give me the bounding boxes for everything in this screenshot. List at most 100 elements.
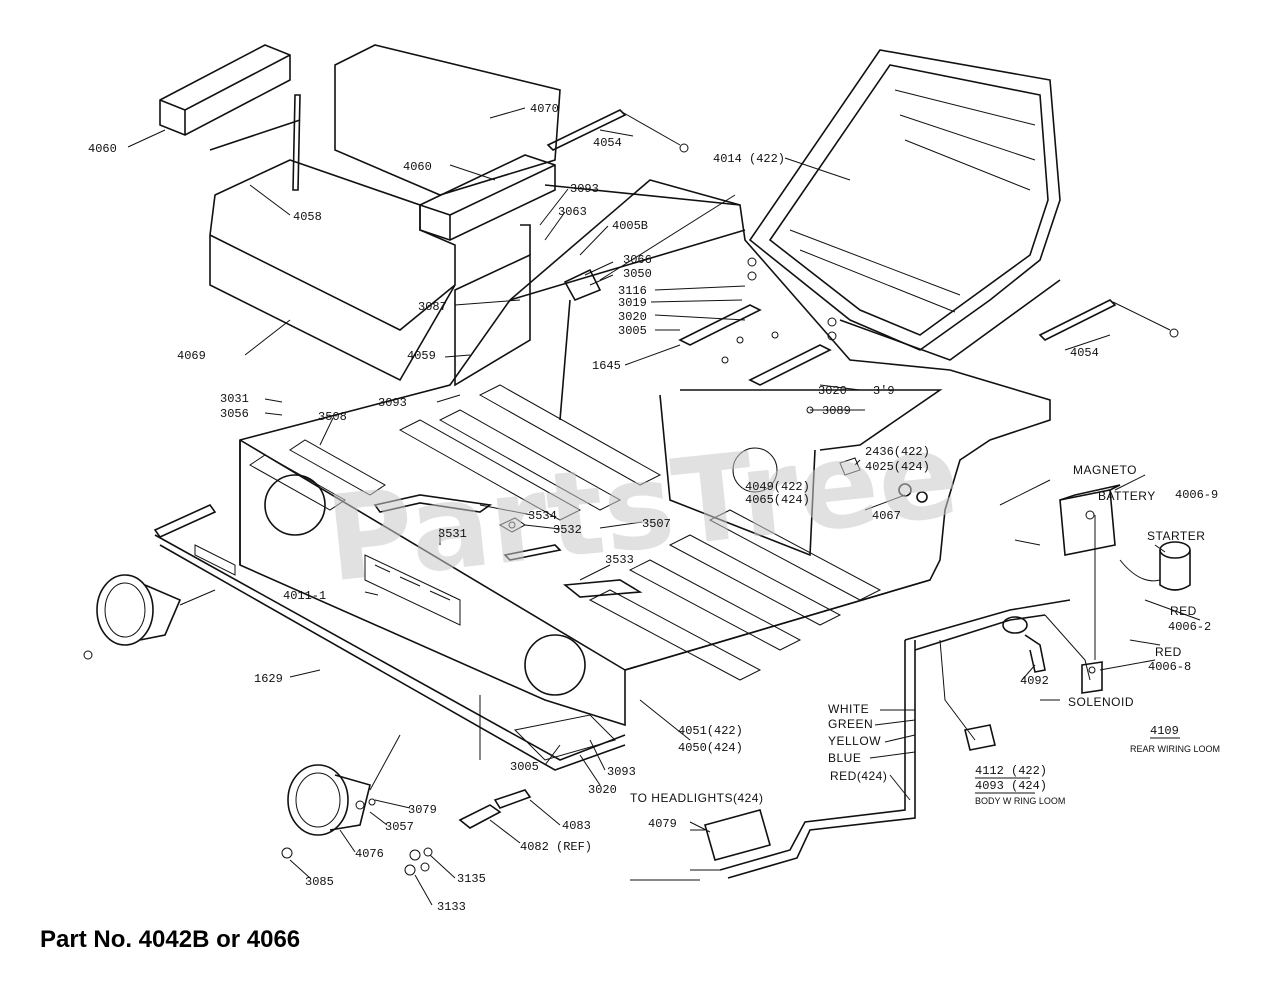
label-4050: 4050(424)	[678, 741, 743, 755]
label-3020-right: 3020	[818, 384, 847, 398]
label-4083: 4083	[562, 819, 591, 833]
label-4082: 4082 (REF)	[520, 840, 592, 854]
label-to-headlights: TO HEADLIGHTS(424)	[630, 791, 763, 805]
label-solenoid: SOLENOID	[1068, 695, 1134, 709]
front-bumper-1629	[153, 503, 626, 771]
headlight-left	[83, 574, 216, 660]
label-3135: 3135	[457, 872, 486, 886]
label-green: GREEN	[828, 717, 873, 731]
label-4060-center: 4060	[403, 160, 432, 174]
label-3005-bottom: 3005	[510, 760, 539, 774]
label-4006-9: 4006-9	[1175, 488, 1218, 502]
headlight-4076	[281, 734, 401, 859]
label-3093-top: 3093	[570, 182, 599, 196]
hardware-center	[678, 257, 837, 414]
label-3020-bottom: 3020	[588, 783, 617, 797]
label-3093-bottom: 3093	[607, 765, 636, 779]
cushion-4060-left	[159, 44, 291, 136]
seat-box-4069	[209, 159, 456, 382]
label-3093-mid: 3093	[378, 396, 407, 410]
label-red-424: RED(424)	[830, 769, 887, 783]
label-yellow: YELLOW	[828, 734, 881, 748]
label-3116: 3116	[618, 284, 647, 298]
seat-frame-4014	[748, 49, 1061, 361]
seat-rod-4054-top	[546, 109, 689, 153]
label-1645: 1645	[592, 359, 621, 373]
label-3019-top: 3019	[618, 296, 647, 310]
label-3508: 3508	[318, 410, 347, 424]
label-blue: BLUE	[828, 751, 861, 765]
label-4070: 4070	[530, 102, 559, 116]
label-4067: 4067	[872, 509, 901, 523]
label-3057: 3057	[385, 820, 414, 834]
label-3056: 3056	[220, 407, 249, 421]
watermark: PartsTree	[320, 405, 965, 608]
wiring-harness	[630, 515, 1096, 881]
label-3087: 3087	[418, 300, 447, 314]
label-3005-top: 3005	[618, 324, 647, 338]
label-4093: 4093 (424)	[975, 779, 1047, 793]
leader-lines	[127, 107, 1166, 906]
label-3079: 3079	[408, 803, 437, 817]
label-red-top: RED	[1170, 604, 1197, 618]
label-white: WHITE	[828, 702, 869, 716]
label-4076: 4076	[355, 847, 384, 861]
label-3031: 3031	[220, 392, 249, 406]
wiring-labels: MAGNETO BATTERY 4006-9 STARTER RED 4006-…	[630, 463, 1220, 806]
label-3019-right: 3'9	[873, 384, 895, 398]
label-4049: 4049(422)	[745, 480, 810, 494]
label-3066: 3066	[623, 253, 652, 267]
label-body-loom: BODY W RING LOOM	[975, 796, 1065, 806]
label-2436: 2436(422)	[865, 445, 930, 459]
part-labels: 4060 4070 4054 4014 (422) 4060 3093 4058…	[88, 102, 1099, 914]
seat-bracket-4059	[454, 224, 531, 387]
starter	[1119, 541, 1191, 591]
cushion-4070	[334, 44, 561, 196]
headlight-bracket-4082	[404, 789, 532, 876]
label-4005b: 4005B	[612, 219, 648, 233]
label-3063: 3063	[558, 205, 587, 219]
label-battery: BATTERY	[1098, 489, 1156, 503]
label-4054-right: 4054	[1070, 346, 1099, 360]
label-4069: 4069	[177, 349, 206, 363]
label-4006-8: 4006-8	[1148, 660, 1191, 674]
solenoid	[1081, 661, 1103, 694]
label-4011-1: 4011-1	[283, 589, 326, 603]
part-number-caption: Part No. 4042B or 4066	[40, 926, 301, 953]
label-4006-2: 4006-2	[1168, 620, 1211, 634]
label-3531: 3531	[438, 527, 467, 541]
label-3534: 3534	[528, 509, 557, 523]
label-4092: 4092	[1020, 674, 1049, 688]
label-3050: 3050	[623, 267, 652, 281]
label-3507: 3507	[642, 517, 671, 531]
label-4058: 4058	[293, 210, 322, 224]
seat-rod-4054-right	[1038, 299, 1179, 341]
label-1629: 1629	[254, 672, 283, 686]
label-4079: 4079	[648, 817, 677, 831]
bracket-3533	[503, 544, 643, 598]
bracket-4058	[209, 94, 301, 191]
label-4014: 4014 (422)	[713, 152, 785, 166]
label-3133: 3133	[437, 900, 466, 914]
bracket-4067	[839, 457, 928, 503]
label-3085: 3085	[305, 875, 334, 889]
label-starter: STARTER	[1147, 529, 1205, 543]
label-4060-left: 4060	[88, 142, 117, 156]
bracket-3534	[373, 494, 493, 513]
label-4054-top: 4054	[593, 136, 622, 150]
label-3532: 3532	[553, 523, 582, 537]
label-3020-top: 3020	[618, 310, 647, 324]
label-3533: 3533	[605, 553, 634, 567]
label-rear-loom: REAR WIRING LOOM	[1130, 744, 1220, 754]
hardware-bracket-3050	[563, 194, 736, 302]
label-4059: 4059	[407, 349, 436, 363]
label-4051: 4051(422)	[678, 724, 743, 738]
battery	[1059, 484, 1121, 556]
label-4025: 4025(424)	[865, 460, 930, 474]
label-3089: 3089	[822, 404, 851, 418]
label-4065: 4065(424)	[745, 493, 810, 507]
label-4112: 4112 (422)	[975, 764, 1047, 778]
label-4109: 4109	[1150, 724, 1179, 738]
cushion-4060-center	[419, 154, 556, 241]
